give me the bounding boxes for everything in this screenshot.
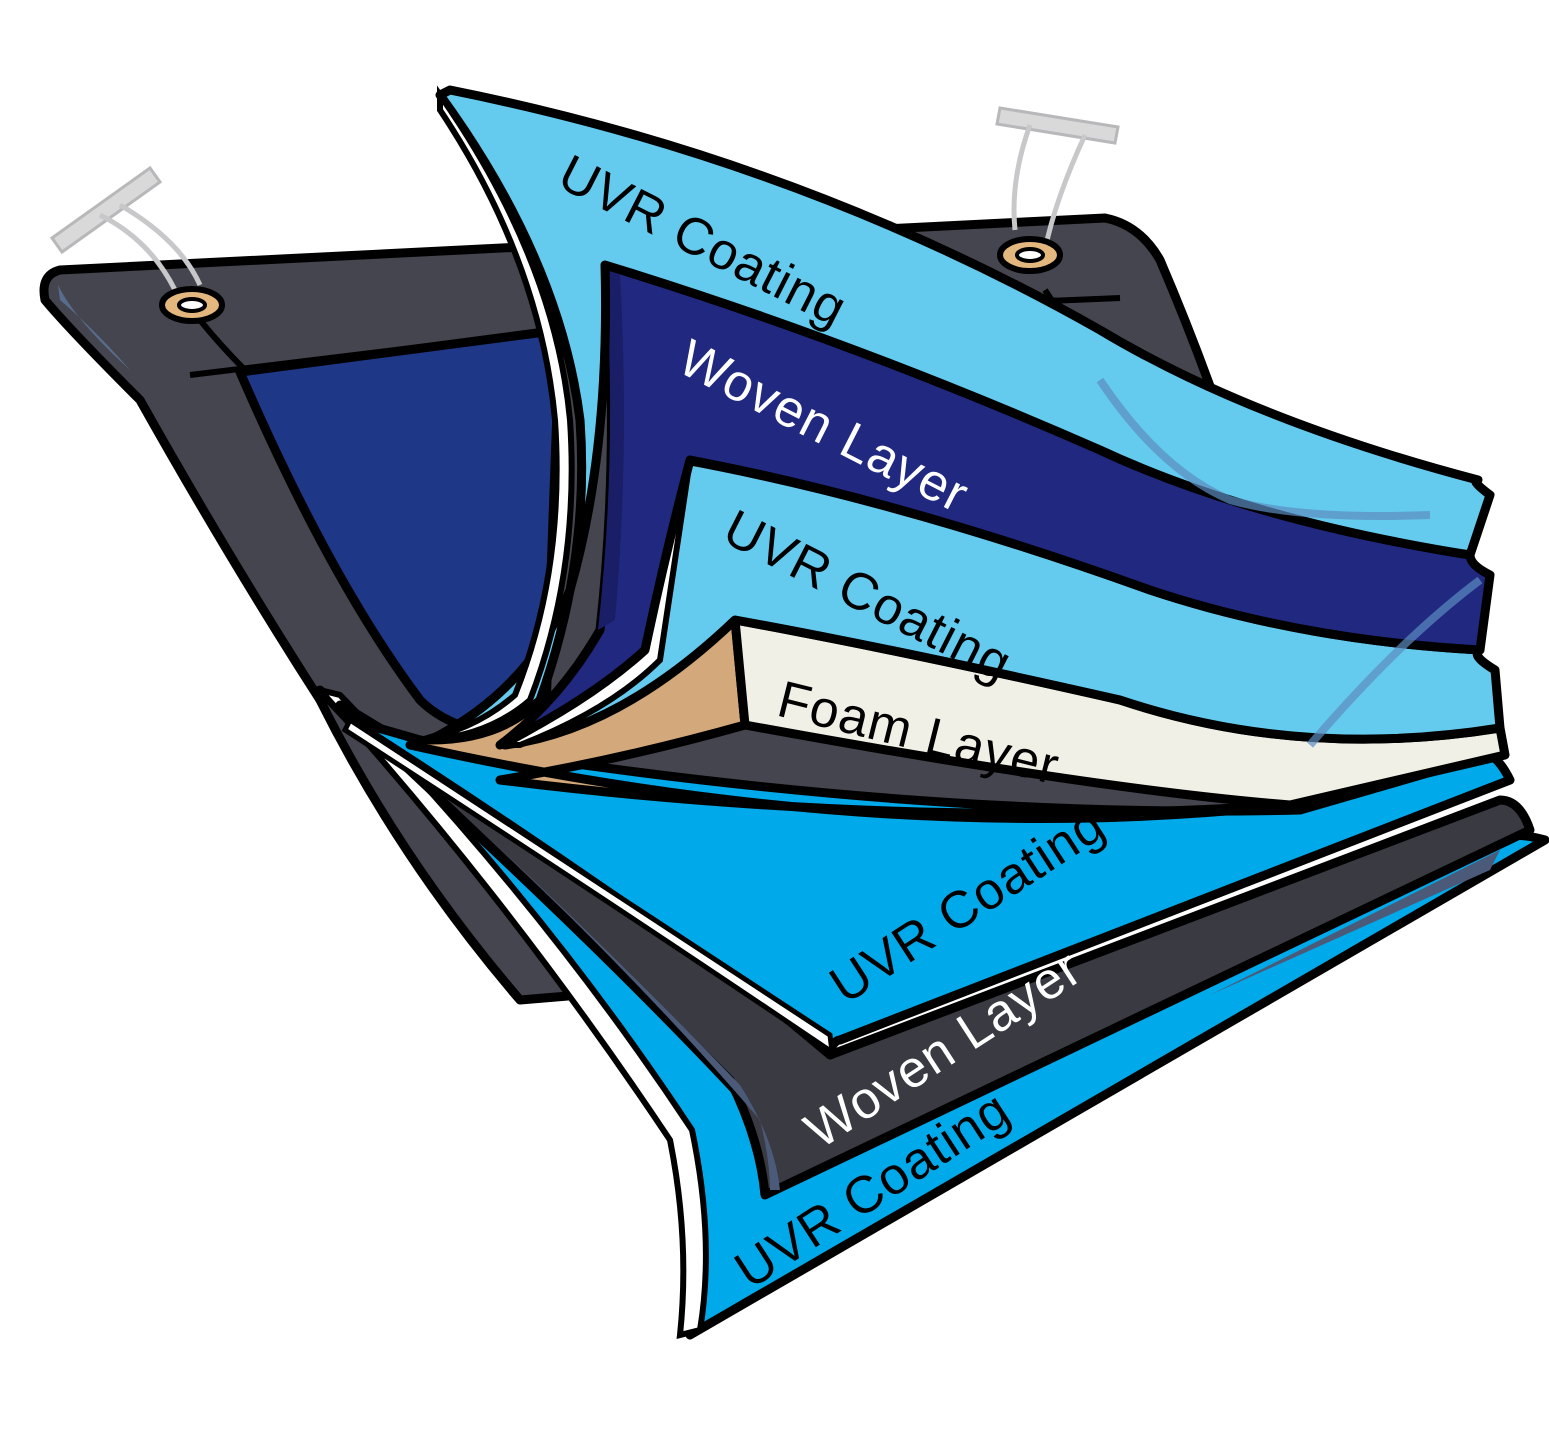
layer-5-edge (341, 716, 836, 1058)
layer-1-sheet (425, 85, 1495, 745)
layer-2-edge (598, 265, 624, 630)
layer-5 (341, 715, 1515, 1058)
clip-right (995, 106, 1120, 251)
clip-left-bar (49, 165, 163, 255)
layer-1-edge (419, 85, 575, 743)
layer-7-edge (311, 684, 709, 1339)
clip-right-bar (995, 106, 1120, 145)
clip-left (49, 165, 203, 292)
layer-1 (419, 85, 1495, 748)
clip-left-loop (98, 202, 203, 292)
frame-crease-left (189, 318, 561, 378)
clip-right-loop (1011, 124, 1088, 251)
grommet-right (997, 236, 1063, 274)
layer-1-reflection (1096, 377, 1483, 748)
grommet-left (159, 286, 225, 324)
